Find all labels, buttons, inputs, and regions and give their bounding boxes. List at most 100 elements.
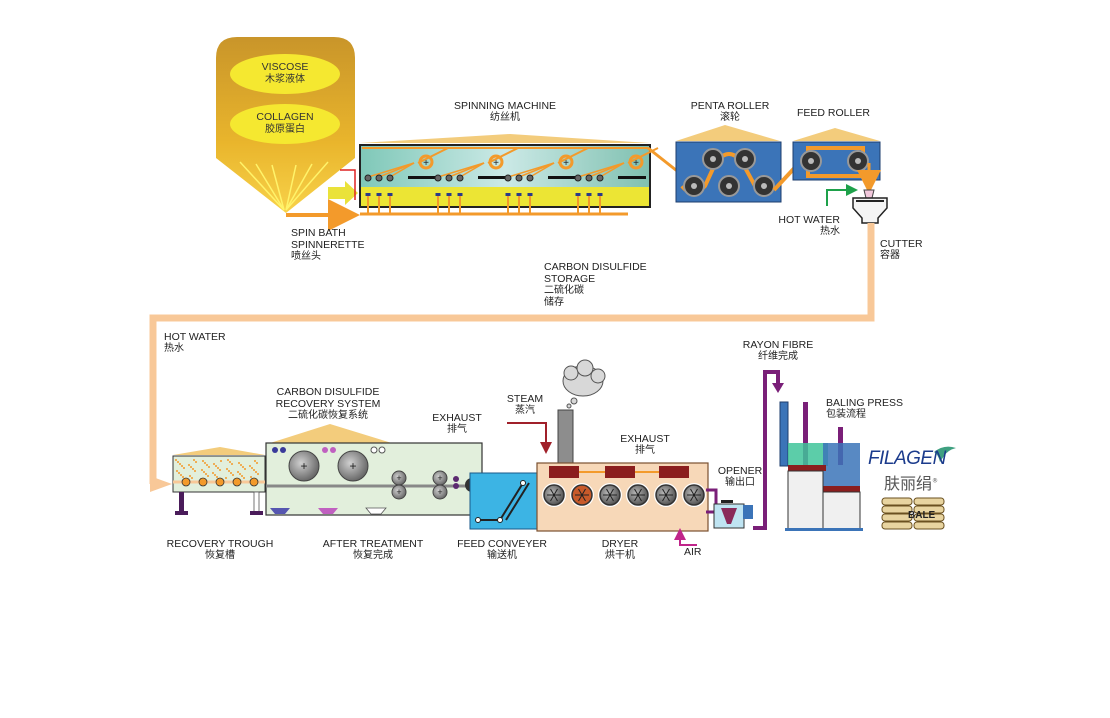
label-baling-press: BALING PRESS 包装流程 <box>826 397 903 421</box>
guide-roller <box>456 174 464 182</box>
material-en: COLLAGEN <box>256 111 314 123</box>
rayon-fibre-arrow <box>772 383 784 393</box>
label-en: PENTA ROLLER <box>690 100 770 112</box>
label-cn: 排气 <box>635 445 655 456</box>
label-exhaust-2: EXHAUST 排气 <box>616 433 674 457</box>
label-feed-conveyer: FEED CONVEYER 输送机 <box>452 538 552 562</box>
label-cn: 储存 <box>544 297 564 308</box>
svg-text:+: + <box>437 487 442 497</box>
label-en: HOT WATER <box>778 214 840 226</box>
spinnerette <box>505 193 511 196</box>
label-en: AIR <box>684 546 702 558</box>
label-en: FEED CONVEYER <box>457 538 547 550</box>
label-cn: 纺丝机 <box>490 112 520 123</box>
label-rayon-fibre: RAYON FIBRE 纤维完成 <box>736 339 820 363</box>
guide-roller <box>386 174 394 182</box>
svg-text:+: + <box>396 473 401 483</box>
label-cn: 恢复完成 <box>353 550 393 561</box>
dryer <box>536 462 709 532</box>
label-en: AFTER TREATMENT <box>322 538 424 550</box>
label-recovery-trough: RECOVERY TROUGH 恢复槽 <box>160 538 280 562</box>
air-arrow <box>674 528 697 546</box>
svg-text:+: + <box>300 459 307 473</box>
label-cutter: CUTTER 容器 <box>880 238 923 262</box>
feed-roller <box>792 128 881 194</box>
bath-bar <box>408 176 436 179</box>
spinnerette <box>387 193 393 196</box>
steam-arrow <box>507 422 552 454</box>
material-cn: 胶原蛋白 <box>265 124 305 135</box>
feed-conveyer <box>469 472 538 530</box>
label-en: CUTTER <box>880 238 923 250</box>
label-cn: 恢复槽 <box>205 550 235 561</box>
spinnerette <box>527 193 533 196</box>
label-cn: 热水 <box>820 226 840 237</box>
brand-logo: FILAGEN <box>868 448 946 470</box>
red-feed-line <box>340 169 356 200</box>
cutter <box>852 189 888 224</box>
label-en: OPENER <box>717 465 763 477</box>
svg-text:+: + <box>437 473 442 483</box>
label-feed-roller: FEED ROLLER <box>797 107 870 119</box>
label-after-treatment: AFTER TREATMENT 恢复完成 <box>318 538 428 562</box>
label-en: FEED ROLLER <box>797 107 870 119</box>
label-cs2-recovery: CARBON DISULFIDE RECOVERY SYSTEM 二硫化碳恢复系… <box>268 386 388 422</box>
brand-leaf-icon <box>934 446 956 462</box>
label-cn: 滚轮 <box>720 112 740 123</box>
guide-roller <box>504 174 512 182</box>
label-cn: 二硫化碳恢复系统 <box>288 410 368 421</box>
label-cn: 包装流程 <box>826 409 866 420</box>
svg-text:+: + <box>563 158 569 169</box>
label-en: BALING PRESS <box>826 397 904 409</box>
label-air: AIR <box>684 546 702 558</box>
label-spin-bath: SPIN BATH SPINNERETTE 喷丝头 <box>291 227 365 263</box>
trough-roller <box>181 477 191 487</box>
svg-text:+: + <box>633 158 639 169</box>
label-cn: 二硫化碳 <box>544 285 584 296</box>
guide-roller <box>526 174 534 182</box>
guide-roller <box>574 174 582 182</box>
label-exhaust-1: EXHAUST 排气 <box>428 412 486 436</box>
material-cn: 木浆液体 <box>265 74 305 85</box>
guide-roller <box>375 174 383 182</box>
material-viscose: VISCOSE 木浆液体 <box>230 54 340 94</box>
trough-roller <box>198 477 208 487</box>
label-steam: STEAM 蒸汽 <box>500 393 550 417</box>
godet-roller <box>418 154 434 170</box>
guide-roller <box>364 174 372 182</box>
bath-bar <box>478 176 506 179</box>
return-pipe <box>149 223 875 484</box>
bale-label: BALE <box>908 510 936 521</box>
label-dryer: DRYER 烘干机 <box>595 538 645 562</box>
label-cn: 热水 <box>164 343 184 354</box>
label-cn: 排气 <box>447 424 467 435</box>
penta-roller <box>675 125 782 203</box>
label-line: RECOVERY SYSTEM <box>275 398 381 410</box>
label-line: STORAGE <box>544 273 596 285</box>
steam-cloud <box>562 359 606 409</box>
brand-cn: 肤丽绢® <box>884 470 938 494</box>
spinnerette <box>446 193 452 196</box>
material-collagen: COLLAGEN 胶原蛋白 <box>230 104 340 144</box>
label-en: EXHAUST <box>432 412 482 424</box>
trough-roller <box>215 477 225 487</box>
brand-cn-text: 肤丽绢 <box>884 474 933 493</box>
chimney <box>557 409 574 464</box>
nip-roller <box>391 484 407 500</box>
label-en: EXHAUST <box>620 433 670 445</box>
guide-roller <box>515 174 523 182</box>
label-en: STEAM <box>506 393 544 405</box>
opener <box>706 488 753 529</box>
label-en: RAYON FIBRE <box>742 339 814 351</box>
label-cn: 容器 <box>880 250 900 261</box>
label-penta-roller: PENTA ROLLER 滚轮 <box>680 100 780 124</box>
godet-roller <box>628 154 644 170</box>
rayon-fibre-pipe <box>753 370 780 530</box>
guide-roller <box>585 174 593 182</box>
label-line: SPINNERETTE <box>291 239 365 251</box>
svg-text:+: + <box>396 487 401 497</box>
feed-arrow-yellow <box>328 181 358 205</box>
label-line: CARBON DISULFIDE <box>544 261 647 273</box>
recovery-system: + + ++++ <box>265 424 483 516</box>
